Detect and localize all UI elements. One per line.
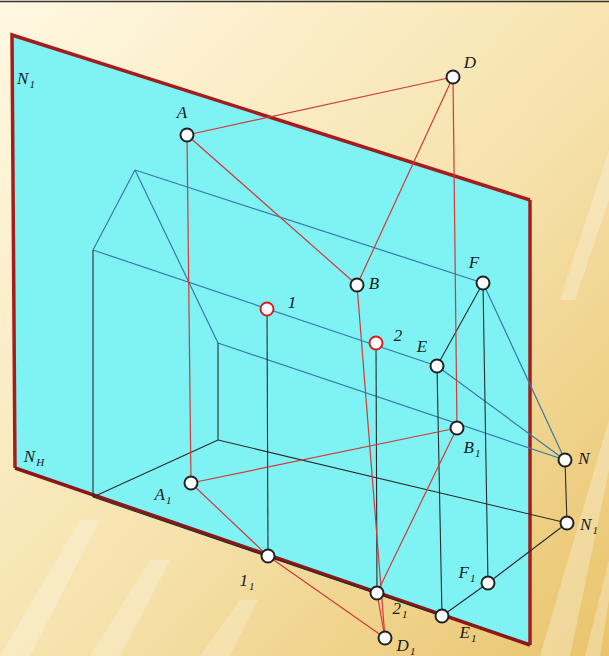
label-letter: D [464,53,476,72]
label-letter: 1 [240,571,249,590]
point-marker [379,632,392,645]
projected-side [191,428,457,483]
point-marker [185,477,198,490]
projection-line [565,460,567,523]
label-subscript: H [36,456,44,468]
label-subscript: 1 [249,580,255,592]
label-letter: D [397,635,409,654]
label-letter: 2 [394,326,403,345]
label-letter: B [464,438,474,457]
point-label: F1 [459,564,476,581]
point-marker [371,587,384,600]
point-label: N [578,450,589,467]
point-label: E [417,338,427,355]
label-subscript: 1 [471,632,477,644]
triangle-side [357,77,453,285]
label-letter: F [469,253,479,272]
label-subscript: 1 [592,524,598,536]
plane-n [12,35,530,645]
label-letter: N [578,449,589,468]
point-label: D [464,54,476,71]
point-label: NH [24,448,44,465]
label-letter: E [417,337,427,356]
point-label: A [177,104,187,121]
point-marker [181,129,194,142]
roof-edge [135,170,218,343]
section-projection [488,523,567,583]
projection-line [376,343,377,593]
horizontal-trace [15,468,530,645]
light-ray [560,150,609,300]
point-marker [447,71,460,84]
plane-border [12,35,530,468]
projection-line [437,366,442,616]
point-label: F [469,254,479,271]
base-edge [218,440,567,523]
eave-line [93,250,437,366]
section-projection [442,583,488,616]
point-marker [482,577,495,590]
section-line [437,283,483,366]
point-label: E1 [460,624,477,641]
label-letter: N [580,515,591,534]
projection-line [483,283,488,583]
point-label: N1 [580,516,598,533]
projection-line [187,135,191,483]
label-subscript: 1 [410,644,416,656]
roof-edge [93,170,135,250]
point-marker [451,422,464,435]
plane-border [528,200,532,645]
label-subscript: 1 [470,572,476,584]
triangle-side [187,135,357,285]
point-label: B [369,275,379,292]
projection-line [453,77,457,428]
label-letter: N [24,447,35,466]
wall-edge [217,343,218,440]
point-label: B1 [464,439,481,456]
projected-side [377,428,457,638]
wall-edge [92,250,93,497]
label-letter: B [369,274,379,293]
light-ray [90,560,170,656]
label-subscript: 1 [166,494,172,506]
label-letter: A [177,103,187,122]
point-marker [559,454,572,467]
point-label: 11 [240,572,255,589]
eave-line [218,343,565,460]
label-letter: 2 [393,599,402,618]
label-subscript: 1 [475,447,481,459]
point-label: N1 [17,70,35,87]
label-letter: E [460,623,470,642]
triangle-side [187,77,453,135]
projection-line [267,309,268,556]
label-letter: 1 [288,293,297,312]
light-ray [200,600,258,656]
point-label: A1 [155,486,172,503]
point-marker [370,337,383,350]
point-label: 1 [288,294,297,311]
top-rule [0,1,609,3]
label-subscript: 1 [402,608,408,620]
label-letter: N [17,69,28,88]
point-label: 21 [393,600,408,617]
point-marker [351,279,364,292]
label-letter: A [155,485,165,504]
point-marker [261,303,274,316]
point-label: 2 [394,327,403,344]
label-subscript: 1 [29,78,35,90]
light-ray [585,560,609,656]
section-line [483,283,565,460]
light-ray [0,520,100,656]
point-marker [477,277,490,290]
point-marker [561,517,574,530]
point-label: D1 [397,636,416,653]
point-marker [262,550,275,563]
point-marker [431,360,444,373]
label-letter: F [459,563,469,582]
point-marker [436,610,449,623]
projected-side [191,483,385,638]
